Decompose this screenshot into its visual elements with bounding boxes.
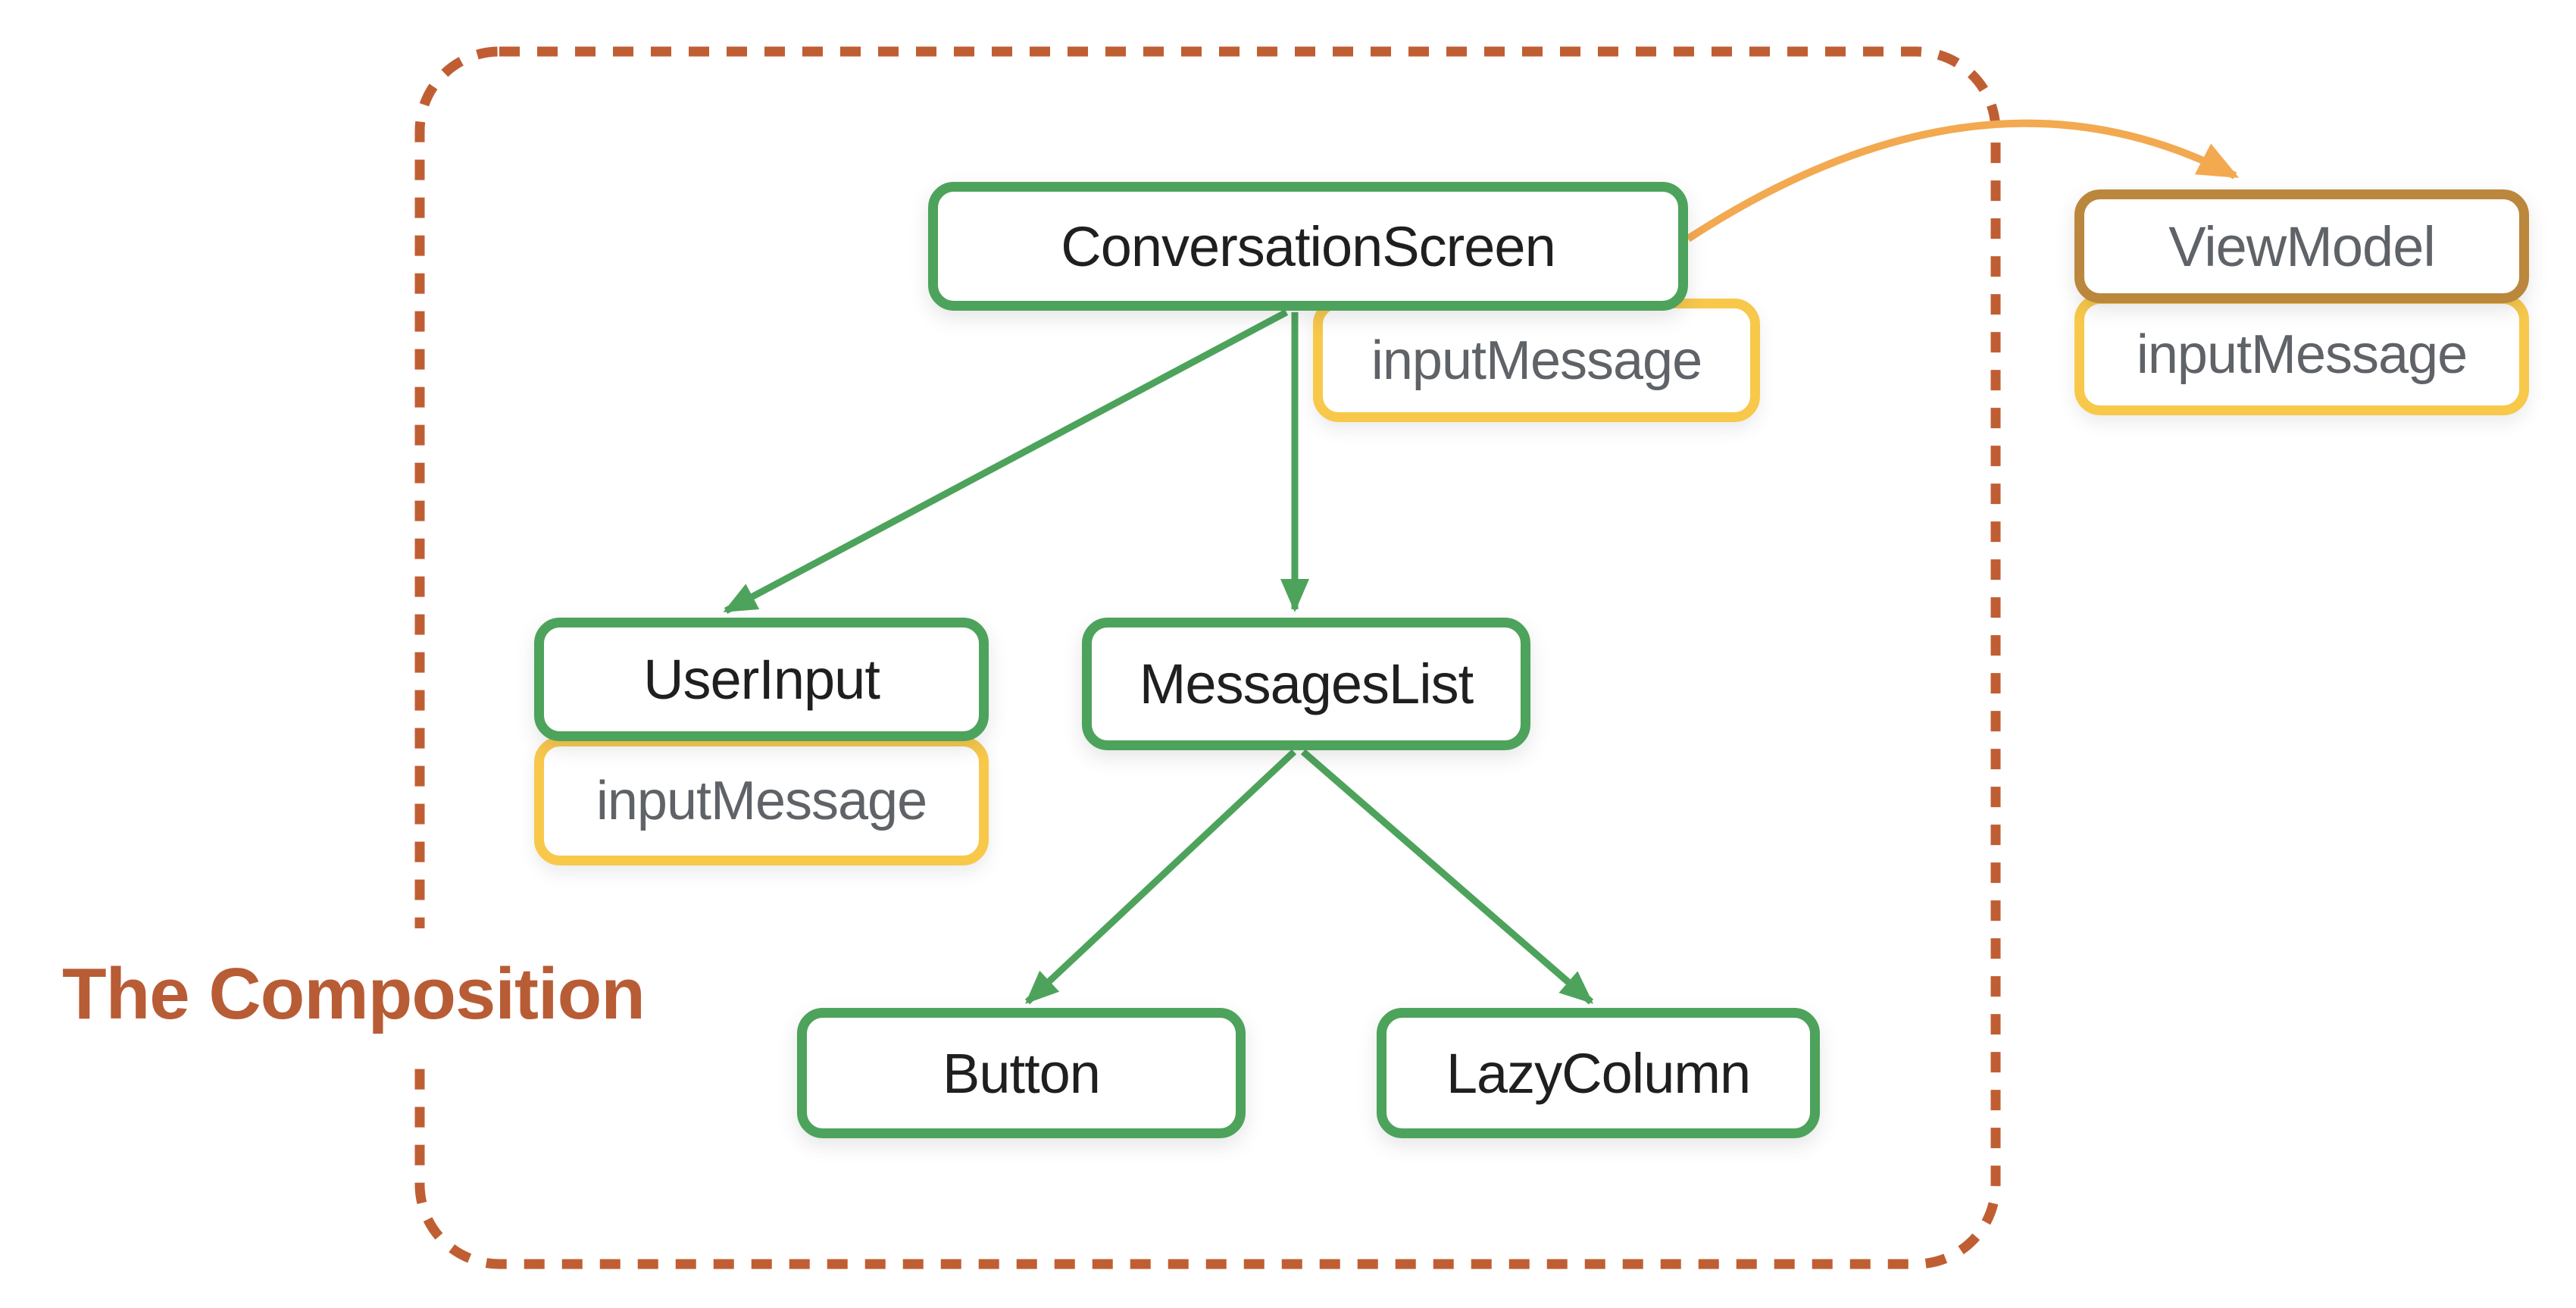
node-button-label: Button [943,1041,1101,1105]
node-userinput-label: UserInput [643,648,880,711]
node-conversationscreen: ConversationScreen [928,182,1688,311]
node-lazycolumn-label: LazyColumn [1446,1041,1751,1105]
node-messageslist: MessagesList [1082,618,1530,750]
state-chip-label: inputMessage [2136,324,2468,385]
caption-the-composition: The Composition [44,928,664,1066]
edge-messageslist-to-button [1024,749,1297,1005]
node-messageslist-label: MessagesList [1139,652,1474,715]
composition-boundary-dashed-rect [414,46,2001,1269]
node-conversationscreen-label: ConversationScreen [1061,214,1555,278]
edge-conversationscreen-to-userinput [723,309,1289,614]
node-lazycolumn: LazyColumn [1377,1008,1820,1138]
edge-messageslist-to-lazycolumn-arrow [1301,749,1594,1005]
node-button: Button [797,1008,1246,1138]
state-chip-viewmodel-inputmessage: inputMessage [2074,294,2529,415]
state-chip-label: inputMessage [1371,330,1702,391]
state-chip-userinput-inputmessage: inputMessage [534,737,989,865]
node-userinput: UserInput [534,618,989,741]
state-chip-conversationscreen-inputmessage: inputMessage [1313,299,1760,422]
state-chip-label: inputMessage [596,771,927,831]
edge-conversationscreen-to-viewmodel [1686,119,2240,243]
node-viewmodel: ViewModel [2074,189,2529,303]
node-viewmodel-label: ViewModel [2168,214,2436,278]
